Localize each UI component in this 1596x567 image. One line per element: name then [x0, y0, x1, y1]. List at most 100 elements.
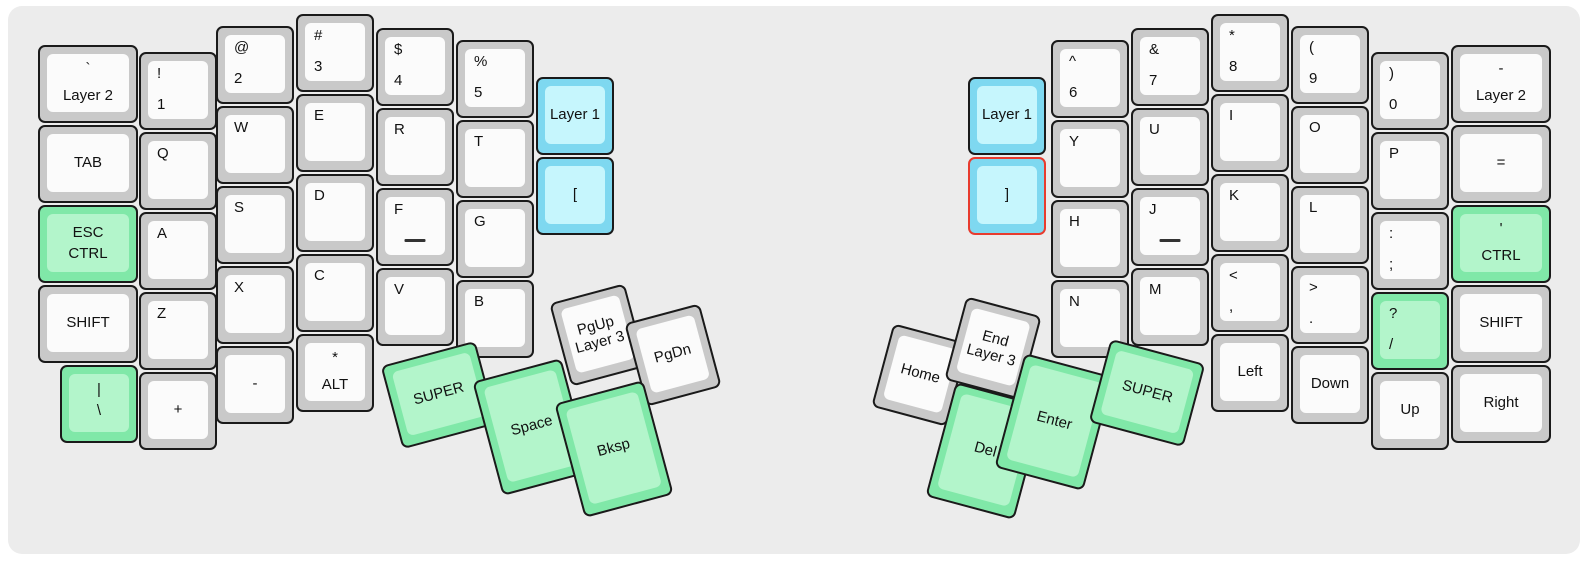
key-shift-label: < — [1229, 267, 1238, 284]
key-l[interactable]: L — [1291, 186, 1369, 264]
key-k[interactable]: K — [1211, 174, 1289, 252]
key-y[interactable]: Y — [1051, 120, 1129, 198]
key-bracket-left[interactable]: [ — [536, 157, 614, 235]
key-v[interactable]: V — [376, 268, 454, 346]
key-label: 4 — [394, 71, 403, 89]
key-bracket-right[interactable]: ] — [968, 157, 1046, 235]
key-shift[interactable]: SHIFT — [38, 285, 138, 363]
key-period-gt[interactable]: >. — [1291, 266, 1369, 344]
key-label: Left — [1237, 363, 1263, 381]
key-r[interactable]: R — [376, 108, 454, 186]
key-label: ; — [1389, 255, 1394, 273]
keycap: Down — [1300, 355, 1360, 413]
key-o[interactable]: O — [1291, 106, 1369, 184]
key-label: Space — [508, 412, 555, 440]
key-7-amp[interactable]: &7 — [1131, 28, 1209, 106]
key-layer2-minus[interactable]: - Layer 2 — [1451, 45, 1551, 123]
key-h[interactable]: H — [1051, 200, 1129, 278]
key-tab[interactable]: TAB — [38, 125, 138, 203]
key-shift-label: ( — [1309, 39, 1314, 56]
key-d[interactable]: D — [296, 174, 374, 252]
key-label: T — [474, 133, 484, 150]
key-i[interactable]: I — [1211, 94, 1289, 172]
key-layer2-grave[interactable]: `Layer 2 — [38, 45, 138, 123]
key-shift-right[interactable]: SHIFT — [1451, 285, 1551, 363]
key-shift-label: @ — [234, 39, 250, 56]
key-x[interactable]: X — [216, 266, 294, 344]
key-g[interactable]: G — [456, 200, 534, 278]
key-9-lparen[interactable]: (9 — [1291, 26, 1369, 104]
key-8-asterisk[interactable]: *8 — [1211, 14, 1289, 92]
key-ctrl-quote[interactable]: 'CTRL — [1451, 205, 1551, 283]
key-shift-label: - — [1498, 60, 1504, 77]
key-z[interactable]: Z — [139, 292, 217, 370]
key-5-percent[interactable]: %5 — [456, 40, 534, 118]
key-left-arrow[interactable]: Left — [1211, 334, 1289, 412]
key-u[interactable]: U — [1131, 108, 1209, 186]
key-layer1-right[interactable]: Layer 1 — [968, 77, 1046, 155]
key-minus[interactable]: - — [216, 346, 294, 424]
key-label: 3 — [314, 57, 323, 75]
key-down-arrow[interactable]: Down — [1291, 346, 1369, 424]
key-layer1-left[interactable]: Layer 1 — [536, 77, 614, 155]
key-semicolon-colon[interactable]: :; — [1371, 212, 1449, 290]
key-4-dollar[interactable]: $4 — [376, 28, 454, 106]
key-j[interactable]: J — [1131, 188, 1209, 266]
keycap: ?/ — [1380, 301, 1440, 359]
key-3-hash[interactable]: #3 — [296, 14, 374, 92]
keycap: O — [1300, 115, 1360, 173]
keycap: L — [1300, 195, 1360, 253]
key-1-bang[interactable]: !1 — [139, 52, 217, 130]
key-label: Enter — [1034, 408, 1074, 434]
key-label: ESC — [72, 224, 104, 242]
key-label: L — [1309, 199, 1318, 216]
key-label: Up — [1400, 401, 1420, 419]
key-q[interactable]: Q — [139, 132, 217, 210]
key-comma-lt[interactable]: <, — [1211, 254, 1289, 332]
key-plus[interactable]: + — [139, 372, 217, 450]
key-c[interactable]: C — [296, 254, 374, 332]
keycap: (9 — [1300, 35, 1360, 93]
key-pipe-backslash[interactable]: |\ — [60, 365, 138, 443]
homing-bar-icon — [1159, 239, 1181, 242]
keycap: :; — [1380, 221, 1440, 279]
key-slash-question[interactable]: ?/ — [1371, 292, 1449, 370]
keycap: E — [305, 103, 365, 161]
keycap: Bksp — [565, 391, 663, 505]
key-w[interactable]: W — [216, 106, 294, 184]
key-label: + — [173, 401, 183, 419]
key-shift-label: * — [332, 349, 338, 366]
keycap: W — [225, 115, 285, 173]
key-2-at[interactable]: @2 — [216, 26, 294, 104]
key-m[interactable]: M — [1131, 268, 1209, 346]
key-shift-label: ) — [1389, 65, 1394, 82]
key-alt-asterisk[interactable]: *ALT — [296, 334, 374, 412]
key-label: PgUp — [575, 312, 616, 339]
keycap: H — [1060, 209, 1120, 267]
key-esc-ctrl[interactable]: ESC CTRL — [38, 205, 138, 283]
key-equals[interactable]: = — [1451, 125, 1551, 203]
key-label: R — [394, 121, 405, 138]
key-s[interactable]: S — [216, 186, 294, 264]
key-label: U — [1149, 121, 1160, 138]
key-label: Layer 2 — [1475, 87, 1527, 105]
key-label: CTRL — [1481, 247, 1521, 265]
key-label: J — [1149, 201, 1157, 218]
key-label: SHIFT — [1479, 314, 1523, 332]
key-sub-label: CTRL — [68, 244, 108, 262]
key-t[interactable]: T — [456, 120, 534, 198]
key-right-arrow[interactable]: Right — [1451, 365, 1551, 443]
key-up-arrow[interactable]: Up — [1371, 372, 1449, 450]
key-6-caret[interactable]: ^6 — [1051, 40, 1129, 118]
key-label: 7 — [1149, 71, 1158, 89]
key-super-right[interactable]: SUPER — [1088, 338, 1206, 448]
key-0-rparen[interactable]: )0 — [1371, 52, 1449, 130]
key-e[interactable]: E — [296, 94, 374, 172]
keycap: - — [225, 355, 285, 413]
keycap: N — [1060, 289, 1120, 347]
key-p[interactable]: P — [1371, 132, 1449, 210]
key-a[interactable]: A — [139, 212, 217, 290]
key-f[interactable]: F — [376, 188, 454, 266]
